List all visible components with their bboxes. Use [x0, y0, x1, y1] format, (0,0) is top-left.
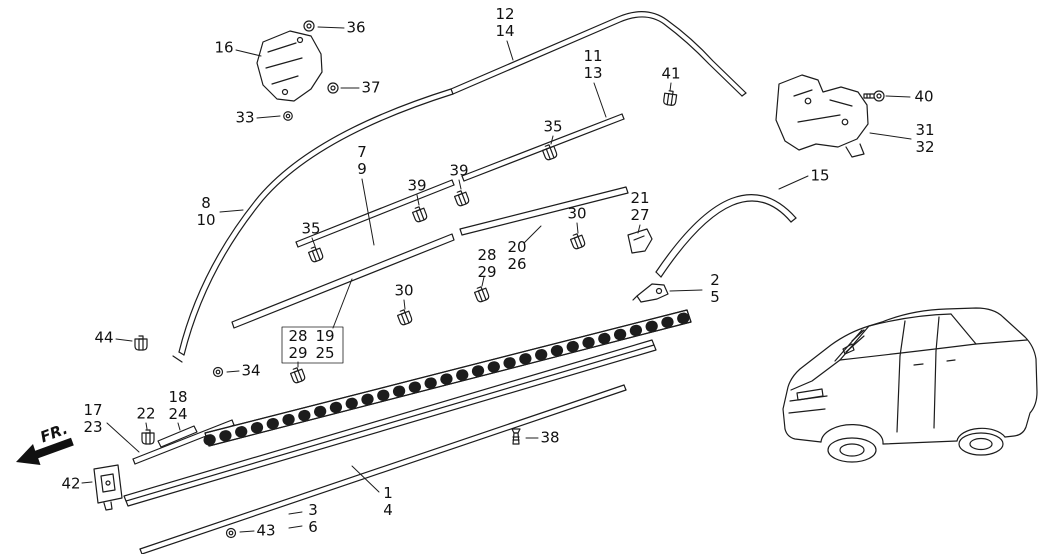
- pillar-molding: [173, 89, 453, 362]
- sash-bracket: [633, 284, 668, 302]
- clip-44: [134, 335, 148, 351]
- clip-22: [141, 429, 155, 445]
- roof-molding: [451, 12, 746, 96]
- sill-strip-thin: [140, 385, 626, 554]
- fender-molding-piece: [158, 426, 197, 447]
- leader-line: [352, 466, 379, 492]
- clip-28-29-front: [288, 365, 307, 385]
- clip-28-29-rear: [472, 284, 491, 304]
- leader-line: [417, 195, 419, 205]
- leader-line: [594, 83, 606, 117]
- leader-line: [178, 423, 180, 430]
- leader-line: [551, 136, 553, 144]
- leader-line: [257, 116, 280, 118]
- leader-line: [227, 371, 239, 372]
- leader-line: [507, 41, 513, 60]
- leader-line: [333, 279, 352, 328]
- clip-41: [662, 89, 678, 107]
- corner-garnish: [257, 31, 322, 101]
- leader-line: [404, 300, 405, 309]
- bolt-40: [863, 90, 885, 102]
- leader-line: [146, 423, 147, 429]
- leader-line: [886, 96, 910, 97]
- bolt-36: [303, 20, 315, 32]
- bolt-37: [327, 82, 339, 94]
- belt-molding-rear: [462, 114, 624, 181]
- bolt-33: [283, 111, 293, 121]
- screw-38: [511, 428, 521, 445]
- leader-line: [289, 512, 302, 514]
- leader-line: [459, 180, 461, 189]
- sill-protector-hatched: [205, 310, 691, 446]
- leader-line: [107, 423, 139, 452]
- leader-line: [289, 526, 302, 528]
- clip-39-rear: [452, 188, 471, 208]
- car-illustration: [783, 308, 1037, 462]
- fr-direction-arrow: [16, 437, 74, 465]
- leader-line: [220, 210, 243, 212]
- leader-line: [236, 50, 261, 56]
- leader-line: [482, 277, 484, 286]
- leader-line: [116, 339, 132, 341]
- leader-line: [524, 226, 541, 243]
- door-molding-front: [232, 234, 454, 328]
- quarter-garnish: [776, 75, 868, 157]
- leader-line: [312, 238, 315, 246]
- leader-line: [779, 176, 808, 189]
- leader-line: [638, 225, 640, 233]
- leader-line: [240, 531, 254, 532]
- clip-30-rear: [568, 231, 587, 251]
- clip-30-front: [395, 307, 414, 327]
- leader-line: [670, 83, 671, 91]
- belt-molding-front: [296, 180, 454, 247]
- bolt-34: [212, 366, 224, 378]
- quarter-bracket: [628, 229, 652, 253]
- door-molding-rear: [460, 187, 628, 235]
- sill-protector-lower: [124, 340, 656, 506]
- leader-line: [577, 223, 578, 233]
- leader-line: [362, 179, 374, 245]
- callout-group-box: [282, 327, 343, 363]
- end-cap-part: [94, 465, 122, 510]
- leader-line: [670, 290, 702, 291]
- leader-line: [82, 482, 92, 483]
- clip-35-front: [306, 244, 325, 264]
- leader-line: [870, 133, 911, 139]
- wheel-arch-molding: [656, 195, 796, 277]
- leader-lines: [82, 27, 911, 532]
- leader-line: [318, 27, 344, 28]
- bolt-43: [225, 527, 237, 539]
- clip-39-front: [410, 204, 429, 224]
